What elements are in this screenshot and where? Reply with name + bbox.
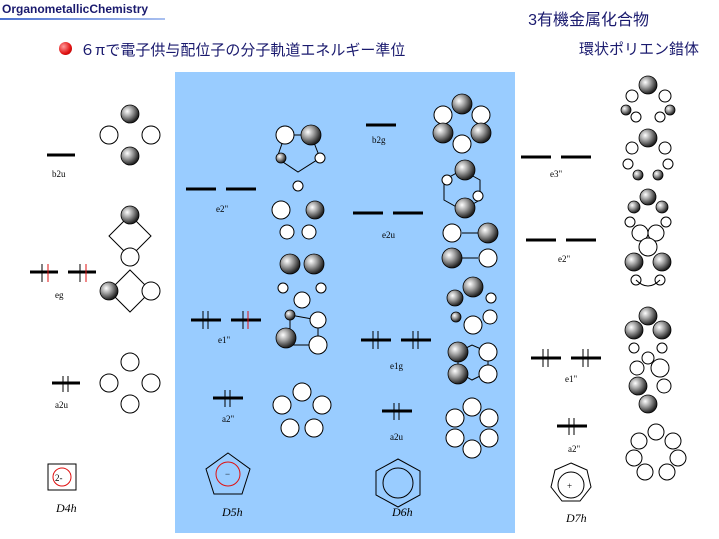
orbital-d6h-b2g <box>432 93 492 154</box>
charge-label: + <box>567 481 572 491</box>
label-e1: e1" <box>218 335 230 345</box>
label-e2: e2" <box>558 254 570 264</box>
label-e1g: e1g <box>390 361 403 371</box>
orbital-d7h-e1a <box>624 306 672 365</box>
brand-logo-text: OrganometallicChemistry <box>2 2 149 16</box>
orbital-d5h-e1b <box>275 309 328 355</box>
orbital-d6h-a2u <box>445 397 499 459</box>
orbital-d7h-e3b <box>622 128 674 181</box>
label-e1: e1" <box>565 374 577 384</box>
d4h-column: b2u eg a2u <box>30 104 161 515</box>
label-b2u: b2u <box>52 169 66 179</box>
aromatic-circle <box>382 467 414 499</box>
d7h-column: e3" e2" e1" a2" <box>521 75 687 525</box>
header-underline <box>0 18 165 20</box>
symmetry-d6h: D6h <box>391 505 413 519</box>
orbital-d6h-e1g-b <box>447 341 498 385</box>
orbital-d6h-e1g-a <box>446 276 498 335</box>
orbital-b2u <box>99 104 161 166</box>
charge-circle <box>215 461 241 487</box>
orbital-d6h-e2u-a <box>441 159 484 219</box>
slide-section-title: 3有機金属化合物 <box>528 12 649 29</box>
charge-label: − <box>225 469 230 479</box>
label-a2: a2" <box>568 444 580 454</box>
label-b2g: b2g <box>372 135 386 145</box>
label-a2u: a2u <box>390 432 403 442</box>
label-a2: a2" <box>222 414 234 424</box>
charge-label: 2- <box>55 473 63 483</box>
symmetry-d4h: D4h <box>55 501 77 515</box>
label-a2u: a2u <box>55 400 68 410</box>
ring-d6h-icon <box>375 458 421 508</box>
orbital-d5h-e1a <box>277 253 327 309</box>
charge-circle <box>557 471 585 499</box>
orbital-d7h-e2b <box>624 237 672 287</box>
d5h-column: e2" e1" a2" <box>186 124 332 519</box>
ring-d4h-icon <box>47 463 77 491</box>
orbital-d7h-e1b <box>628 358 672 414</box>
d6h-column: b2g e2u e1g a2u <box>353 93 499 519</box>
orbital-d7h-a2 <box>625 423 687 481</box>
label-e2: e2" <box>216 204 228 214</box>
orbital-eg-2 <box>99 269 161 313</box>
slide-section-subtitle: 環状ポリエン錯体 <box>578 41 699 58</box>
symmetry-d7h: D7h <box>565 511 587 525</box>
orbital-d5h-e2b <box>271 180 325 240</box>
bullet-icon <box>59 42 72 55</box>
orbital-d5h-e2a <box>275 124 326 173</box>
symmetry-d5h: D5h <box>221 505 243 519</box>
ring-d7h-icon <box>550 462 592 502</box>
label-eg: eg <box>55 290 64 300</box>
orbital-eg-1 <box>108 205 152 267</box>
charge-circle <box>52 467 72 487</box>
orbital-d7h-e3a <box>620 75 676 123</box>
orbital-d6h-e2u-b <box>441 222 499 269</box>
label-e2u: e2u <box>382 230 395 240</box>
ring-d5h-icon <box>205 452 251 495</box>
orbital-d7h-e2a <box>624 188 672 242</box>
label-e3: e3" <box>550 169 562 179</box>
orbital-a2u <box>99 352 161 414</box>
slide-heading: ６πで電子供与配位子の分子軌道エネルギー準位 <box>80 42 406 59</box>
orbital-d5h-a2 <box>272 382 332 438</box>
